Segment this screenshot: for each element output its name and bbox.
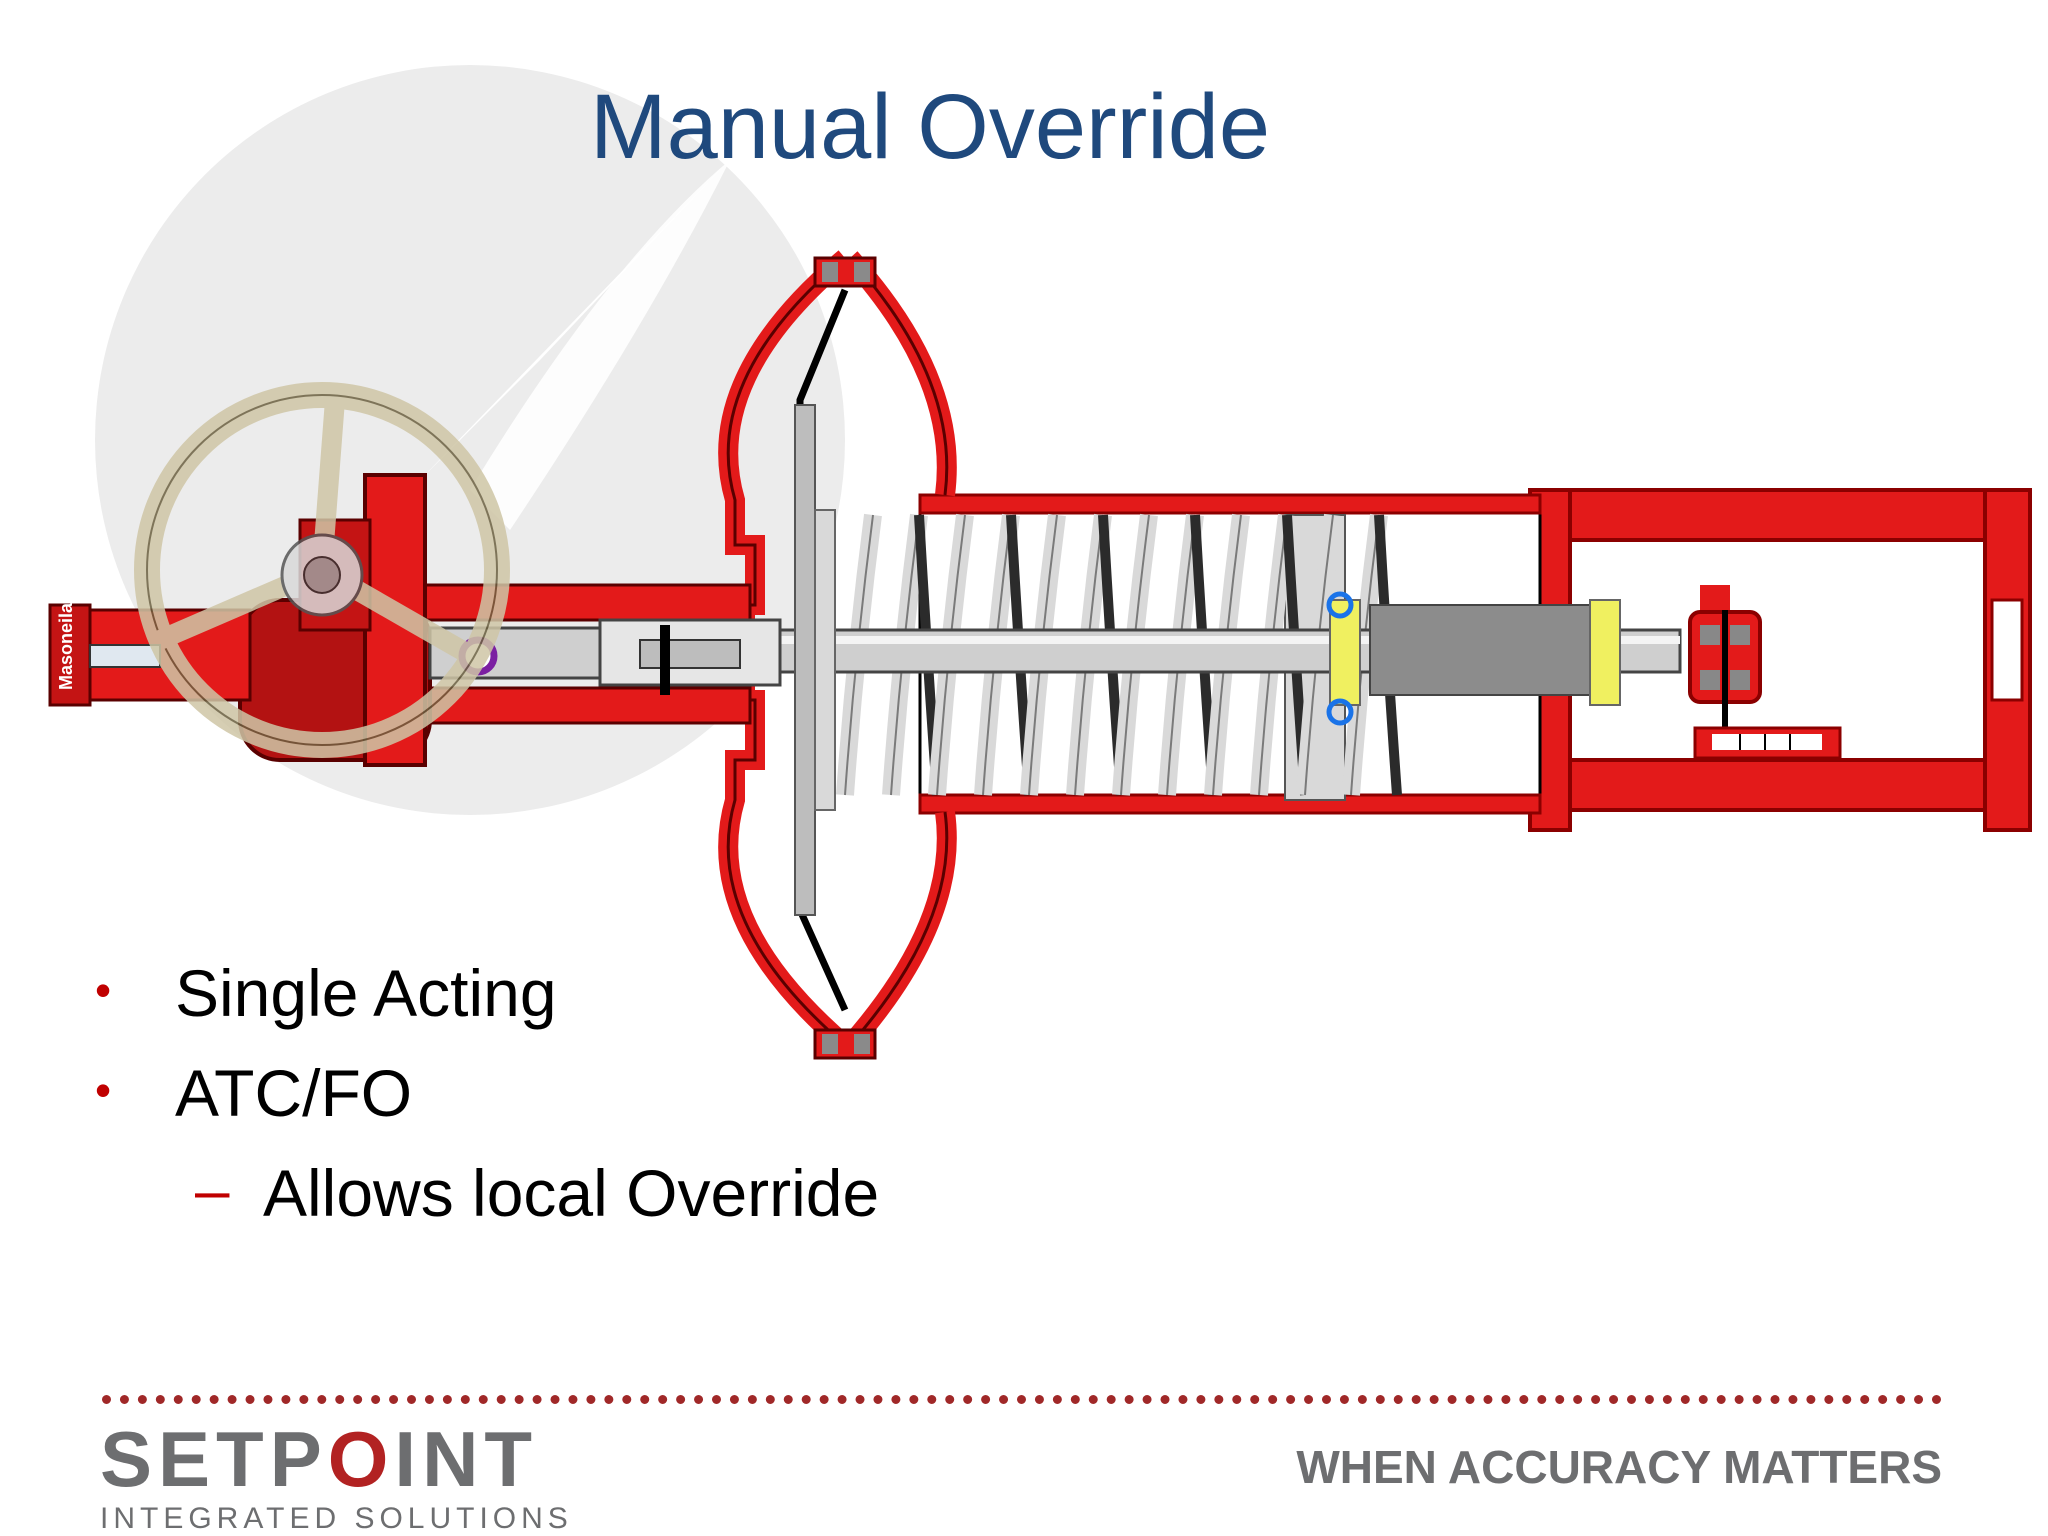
actuator-diagram: Masoneilan [48, 250, 2032, 1060]
sub-bullet-text: Allows local Override [263, 1156, 880, 1230]
travel-indicator-scale [1693, 726, 1842, 760]
setpoint-logo: SETPOINT INTEGRATED SOLUTIONS [100, 1418, 573, 1536]
handwheel [134, 382, 510, 758]
bullet-marker: • [95, 1064, 112, 1116]
logo-wordmark: SETPOINT [100, 1415, 539, 1503]
bullet-text: ATC/FO [175, 1056, 413, 1130]
bullet-marker: • [95, 964, 112, 1016]
masoneilan-plate: Masoneilan [56, 592, 76, 690]
diaphragm-casing [718, 250, 957, 1060]
slide-title: Manual Override [589, 76, 1271, 178]
stem-coupling [1688, 585, 1762, 735]
logo-gauge-o: O [327, 1415, 395, 1503]
bullet-text: Single Acting [175, 956, 557, 1030]
sub-bullet-marker: – [195, 1156, 230, 1225]
footer-divider [102, 1395, 1942, 1404]
logo-subtitle: INTEGRATED SOLUTIONS [100, 1502, 573, 1535]
yoke-frame [1528, 488, 2032, 832]
tagline: WHEN ACCURACY MATTERS [1296, 1441, 1942, 1493]
